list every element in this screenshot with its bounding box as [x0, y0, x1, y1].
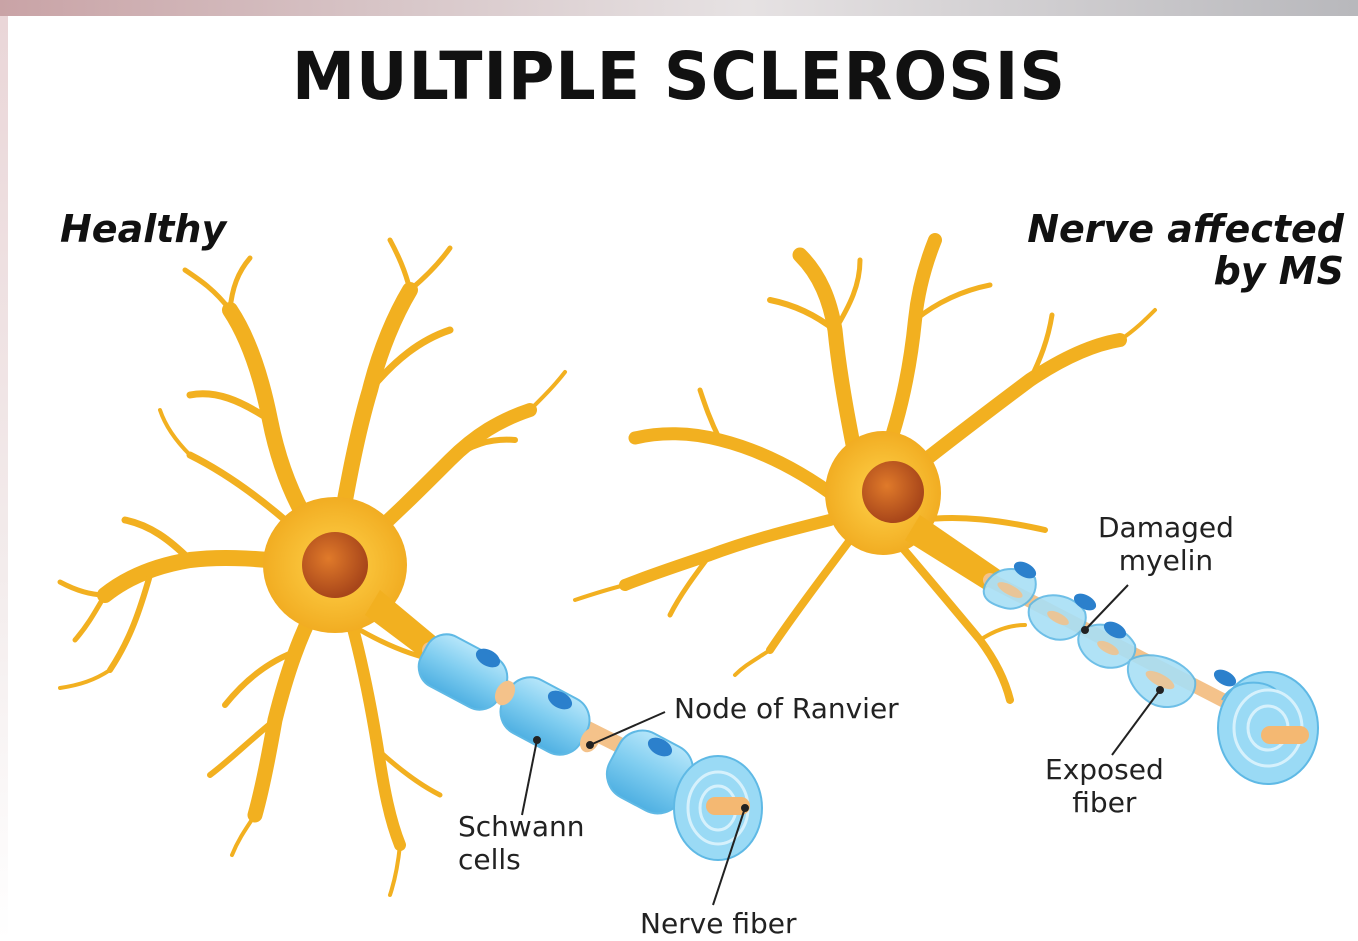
schwann-cells-leader — [522, 740, 537, 815]
nerve-fiber-leader-dot — [742, 805, 748, 811]
exposed-fiber-label: Exposed fiber — [1045, 753, 1164, 819]
affected-fiber-end — [1261, 726, 1309, 744]
exposed-fiber-label-line2: fiber — [1045, 786, 1164, 819]
node-of-ranvier-label: Node of Ranvier — [674, 692, 899, 725]
affected-nucleus — [862, 461, 924, 523]
schwann-cells-leader-dot — [534, 737, 540, 743]
healthy-schwann-cells — [411, 627, 702, 823]
schwann-cells-label-line1: Schwann — [458, 810, 584, 843]
damaged-myelin-label: Damaged myelin — [1098, 511, 1234, 577]
schwann-cells-label: Schwann cells — [458, 810, 584, 876]
exposed-fiber-label-line1: Exposed — [1045, 753, 1164, 786]
exposed-fiber-leader-dot — [1157, 687, 1163, 693]
affected-axon — [984, 558, 1318, 784]
node-of-ranvier-leader-dot — [587, 742, 593, 748]
exposed-fiber-leader — [1112, 690, 1160, 755]
damaged-myelin-label-line2: myelin — [1098, 544, 1234, 577]
damaged-myelin-label-line1: Damaged — [1098, 511, 1234, 544]
healthy-neuron — [60, 240, 565, 895]
schwann-cells-label-line2: cells — [458, 843, 584, 876]
nerve-fiber-label: Nerve fiber — [640, 907, 797, 940]
healthy-nucleus — [302, 532, 368, 598]
damaged-myelin-leader-dot — [1082, 627, 1088, 633]
